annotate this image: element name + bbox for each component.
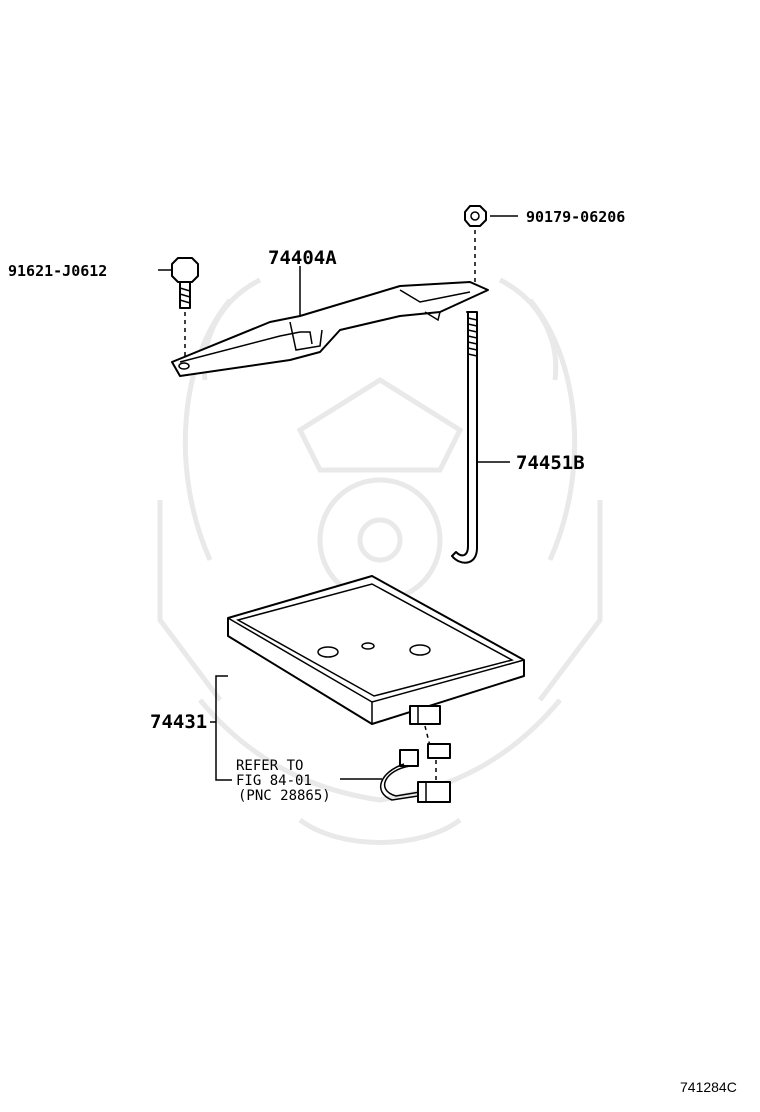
nut-part-number: 90179-06206 [526, 208, 625, 226]
battery-tray-part [227, 575, 525, 747]
battery-clamp-part [171, 266, 489, 377]
nut-part [464, 205, 518, 285]
reference-line-1: REFER TO [236, 758, 303, 774]
reference-line-2: FIG 84-01 [236, 773, 312, 789]
sensor-harness-part [340, 743, 451, 803]
figure-code: 741284C [680, 1079, 737, 1095]
tray-part-number: 74431 [150, 711, 207, 733]
hold-down-rod-part [451, 311, 510, 564]
bolt-part-number: 91621-J0612 [8, 262, 107, 280]
reference-line-3: (PNC 28865) [238, 788, 331, 804]
rod-part-number: 74451B [516, 452, 585, 474]
clamp-part-number: 74404A [268, 247, 337, 269]
watermark-emblem [157, 277, 603, 845]
tray-leader [215, 675, 232, 781]
bolt-part [158, 257, 199, 360]
